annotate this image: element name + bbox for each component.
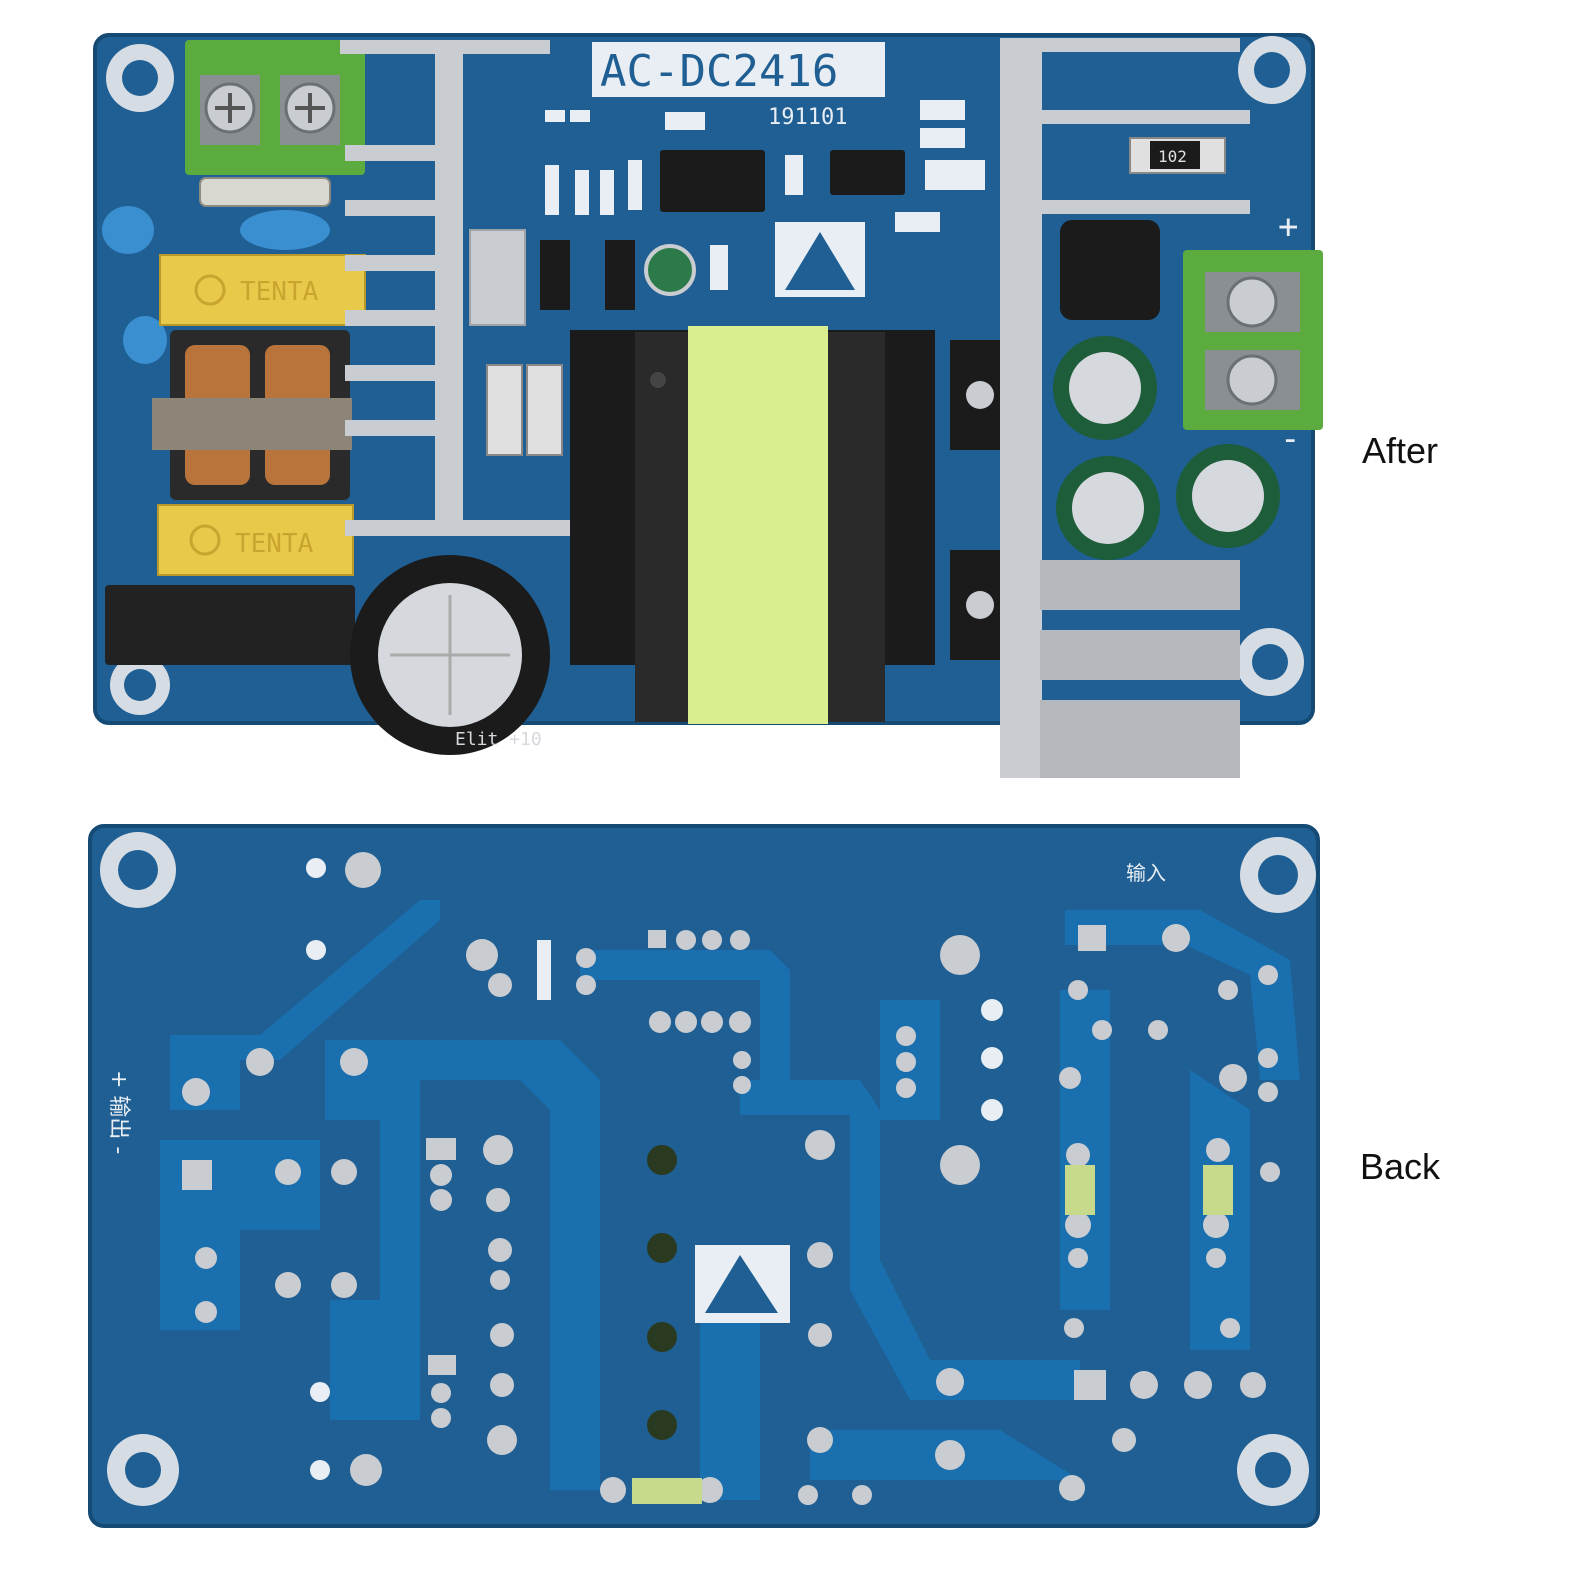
esd-warning-icon <box>775 222 865 297</box>
x-capacitor: TENTA <box>157 504 354 576</box>
back-pcb: 输入 + 输出 - <box>88 824 1320 1528</box>
x-capacitor: TENTA <box>159 254 366 326</box>
left-heatsink <box>340 40 570 536</box>
output-minus-mark: - <box>1280 419 1300 459</box>
input-label: 输入 <box>1126 861 1166 885</box>
sense-resistor <box>526 364 563 456</box>
bulk-capacitor: Elit +10 <box>350 555 550 755</box>
small-capacitor <box>644 244 696 296</box>
screw-icon <box>966 591 994 619</box>
output-inductor <box>1060 220 1160 320</box>
y-capacitor <box>240 210 330 250</box>
after-label: After <box>1362 430 1439 471</box>
silkscreen-mark <box>537 940 551 1000</box>
model-label-plate <box>592 42 885 97</box>
bridge-rectifier <box>105 585 355 665</box>
sense-resistor <box>486 364 523 456</box>
solder-joints <box>182 852 1280 1505</box>
input-terminal-block <box>185 40 365 175</box>
bulk-cap-marking: Elit +10 <box>455 729 542 750</box>
screw-icon <box>966 381 994 409</box>
date-code: 191101 <box>768 105 847 130</box>
mounting-hole-icon <box>106 36 1306 715</box>
esd-warning-icon <box>695 1245 790 1323</box>
front-pcb: TENTA TENTA <box>93 33 1323 778</box>
vias <box>981 999 1003 1121</box>
diode <box>540 240 570 310</box>
resistor-code: 102 <box>1158 147 1187 166</box>
exposed-pad <box>1203 1165 1233 1215</box>
output-plus-mark: + <box>1278 207 1298 247</box>
back-label: Back <box>1360 1146 1441 1187</box>
exposed-pad <box>1065 1165 1095 1215</box>
output-capacitor <box>1053 336 1280 560</box>
optocoupler <box>830 150 905 195</box>
capacitor-brand-text: TENTA <box>240 277 319 307</box>
model-label: AC-DC2416 <box>600 46 838 97</box>
output-label: + 输出 - <box>106 1070 131 1154</box>
y-capacitor <box>123 316 167 364</box>
exposed-pad <box>632 1478 702 1504</box>
controller-ic <box>660 150 765 212</box>
via-holes <box>647 1145 677 1440</box>
fuse <box>199 177 331 207</box>
y-capacitor <box>102 206 154 254</box>
output-terminal-block <box>1183 250 1323 430</box>
capacitor-brand-text: TENTA <box>235 529 314 559</box>
smd-parts <box>545 100 985 290</box>
mounting-hole-icon <box>100 832 1316 1506</box>
right-heatsink <box>1000 38 1250 778</box>
common-mode-choke <box>152 330 352 500</box>
transformer <box>570 326 935 724</box>
diode <box>605 240 635 310</box>
